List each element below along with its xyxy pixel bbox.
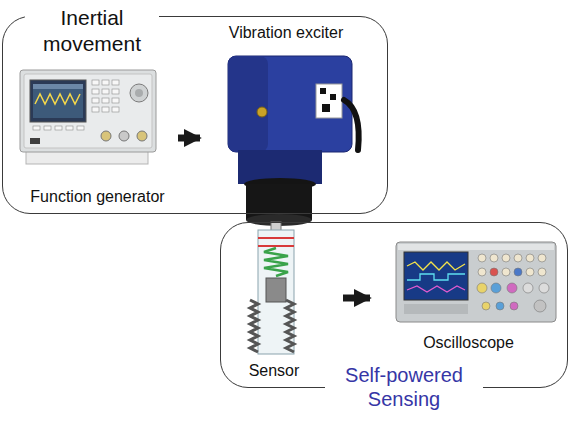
function-generator-picture [20,70,156,164]
device-label: Oscilloscope [376,333,561,353]
group-panel: SensorOscilloscopeSelf-powered Sensing [220,222,568,388]
device-figure: Vibration exciter [206,23,366,206]
device-figure: Oscilloscope [376,237,561,353]
vibration-exciter-picture [228,56,359,226]
group-panel: Function generatorVibration exciterInert… [2,16,388,214]
panel-heading: Inertial movement [25,5,159,56]
flow-arrow [178,135,200,142]
panel-heading: Self-powered Sensing [325,363,483,412]
device-label: Vibration exciter [206,23,366,43]
sensor-picture [250,222,294,354]
flow-arrow [343,295,370,302]
device-label: Function generator [19,187,176,207]
device-label: Sensor [239,361,309,381]
device-figure: Sensor [239,227,341,383]
device-figure: Function generator [19,61,176,211]
oscilloscope-picture [396,242,556,322]
